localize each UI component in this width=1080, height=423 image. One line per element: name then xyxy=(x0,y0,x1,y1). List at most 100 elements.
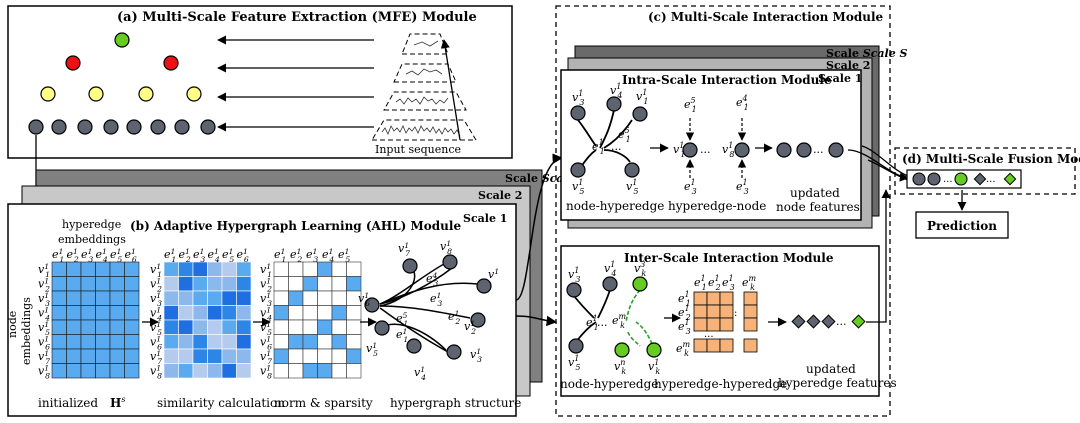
matrix-cell xyxy=(302,319,318,335)
matrix-cell xyxy=(163,305,179,321)
matrix-cell xyxy=(236,319,252,335)
svg-text:v11: v11 xyxy=(636,88,648,106)
intra-scale-panel xyxy=(560,69,862,221)
matrix-cell xyxy=(66,348,82,364)
svg-text:v18: v18 xyxy=(38,364,50,381)
matrix-cell xyxy=(236,305,252,321)
svg-text:vnk: vnk xyxy=(614,358,626,376)
matrix-cell xyxy=(163,290,179,306)
matrix-cell xyxy=(706,304,721,319)
matrix-cell xyxy=(693,338,708,353)
mfe-module: (a) Multi-Scale Feature Extraction (MFE)… xyxy=(7,5,513,241)
matrix-cell xyxy=(273,290,289,306)
matrix-cell xyxy=(331,348,347,364)
matrix-cell xyxy=(178,334,194,350)
svg-text:v13: v13 xyxy=(572,89,584,107)
matrix-cell xyxy=(236,363,252,379)
hyperedge-hyperedge-matrix: :... xyxy=(693,291,758,353)
updated-node-features xyxy=(776,142,844,158)
svg-text:e51: e51 xyxy=(684,96,697,114)
matrix-cell xyxy=(236,334,252,350)
matrix-cell xyxy=(66,319,82,335)
matrix-cell xyxy=(66,363,82,379)
matrix-cell xyxy=(207,363,223,379)
svg-text:e13: e13 xyxy=(736,178,749,196)
matrix-cell xyxy=(221,290,237,306)
hyperedge-embeddings-label: hyperedge xyxy=(62,218,121,231)
svg-text:e11: e11 xyxy=(164,247,176,264)
svg-text:e13: e13 xyxy=(193,247,205,264)
updated-node-label: node features xyxy=(776,200,860,214)
matrix-cell xyxy=(124,290,140,306)
intra-node-hyperedge-label: node-hyperedge xyxy=(566,199,664,213)
svg-text:e43: e43 xyxy=(426,271,438,288)
input-sequence-label: Input sequence xyxy=(375,143,461,156)
matrix-cell xyxy=(221,348,237,364)
svg-text:e15: e15 xyxy=(110,247,122,264)
svg-text:e13: e13 xyxy=(306,247,318,264)
svg-text:e15: e15 xyxy=(222,247,234,264)
svg-text:e16: e16 xyxy=(237,247,249,264)
node-green xyxy=(114,32,130,48)
matrix-cell xyxy=(192,261,208,277)
matrix-cell xyxy=(288,261,304,277)
svg-text:e11: e11 xyxy=(678,290,691,308)
inter-node-hyperedge-label: node-hyperedge xyxy=(560,377,658,391)
matrix-cell xyxy=(706,291,721,306)
matrix-cell xyxy=(124,363,140,379)
matrix-cell xyxy=(95,305,111,321)
svg-text:v15: v15 xyxy=(38,320,50,337)
matrix-cell xyxy=(693,291,708,306)
matrix-cell xyxy=(221,261,237,277)
node-yellow xyxy=(138,86,154,102)
matrix-cell xyxy=(66,261,82,277)
matrix-cell xyxy=(331,334,347,350)
ahl-scale-2-label: Scale 2 xyxy=(478,189,522,202)
svg-text:e51: e51 xyxy=(396,311,408,328)
matrix-cell xyxy=(109,305,125,321)
matrix-cell xyxy=(273,261,289,277)
matrix-cell xyxy=(192,363,208,379)
svg-text:v15: v15 xyxy=(366,341,378,358)
matrix-cell xyxy=(743,317,758,332)
intra-nodes xyxy=(570,96,648,178)
svg-text:v14: v14 xyxy=(414,365,426,382)
matrix-cell xyxy=(302,305,318,321)
mfe-title: (a) Multi-Scale Feature Extraction (MFE)… xyxy=(117,10,477,25)
svg-text:e12: e12 xyxy=(708,274,721,292)
matrix-cell xyxy=(80,319,96,335)
matrix-cell xyxy=(51,290,67,306)
matrix-cell xyxy=(288,363,304,379)
matrix-cell xyxy=(221,305,237,321)
matrix-cell xyxy=(302,261,318,277)
matrix-cell xyxy=(109,290,125,306)
matrix-cell xyxy=(192,305,208,321)
svg-text:e12: e12 xyxy=(678,304,691,322)
matrix-cell xyxy=(95,348,111,364)
svg-text:v14: v14 xyxy=(610,82,622,100)
svg-text:...: ... xyxy=(700,143,711,156)
matrix-cell xyxy=(719,338,734,353)
matrix-cell xyxy=(317,348,333,364)
svg-text:...: ... xyxy=(704,329,714,340)
svg-text:v11: v11 xyxy=(260,262,272,279)
matrix-cell xyxy=(288,348,304,364)
node-row-gray xyxy=(28,119,216,135)
updated-node-label: updated xyxy=(790,186,840,200)
matrix-cell xyxy=(109,348,125,364)
matrix-cell xyxy=(236,348,252,364)
matrix-cell xyxy=(95,319,111,335)
svg-text:v13: v13 xyxy=(260,291,272,308)
prediction-box xyxy=(915,211,1009,239)
matrix-cell xyxy=(109,319,125,335)
svg-text:v15: v15 xyxy=(568,354,580,372)
matrix-cell xyxy=(163,319,179,335)
svg-text:v16: v16 xyxy=(150,335,162,352)
svg-text:...: ... xyxy=(611,140,622,153)
similarity-label: similarity calculation xyxy=(157,396,285,410)
matrix-cell xyxy=(288,305,304,321)
ahl-module: Scale Scale S Scale 2 Scale 1 (b) Adapti… xyxy=(6,169,587,417)
matrix-cell xyxy=(163,363,179,379)
hyperedge-embeddings-label: embeddings xyxy=(58,233,126,246)
